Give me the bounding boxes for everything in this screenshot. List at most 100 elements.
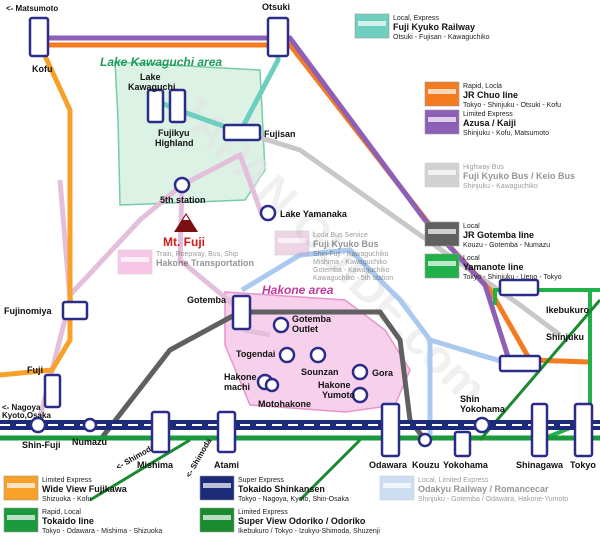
svg-text:5th station: 5th station (160, 195, 206, 205)
legend-line-name: Hakone Transportation (156, 258, 254, 268)
station-motohakone[interactable]: Motohakone (258, 377, 311, 409)
legend-service-type: Limited Express (463, 111, 513, 118)
legend-service-type: Loda Bus Service (313, 232, 368, 239)
kawaguchi-area-label: Lake Kawaguchi area (100, 55, 222, 69)
station-odawara[interactable]: Odawara (369, 402, 408, 470)
svg-text:Numazu: Numazu (72, 437, 107, 447)
svg-text:Yokohama: Yokohama (443, 460, 489, 470)
station-kouzu[interactable]: Kouzu (412, 432, 440, 470)
station-shinjuku[interactable]: Shinjuku (498, 332, 584, 373)
legend-line-name: JR Chuo line (463, 90, 518, 100)
legend-route: Kouzu - Gotemba - Numazu (463, 242, 550, 249)
svg-text:Kofu: Kofu (32, 64, 53, 74)
svg-text:Ikebukuro: Ikebukuro (546, 305, 590, 315)
station-lake-yamanaka[interactable]: Lake Yamanaka (259, 204, 348, 222)
svg-text:Atami: Atami (214, 460, 239, 470)
wide-view-fujikawa-line (0, 43, 73, 378)
svg-text:Motohakone: Motohakone (258, 399, 311, 409)
legend-line-name: Odakyu Railway / Romancecar (418, 484, 549, 494)
legend-line-name: Azusa / Kaiji (463, 118, 516, 128)
svg-text:Odawara: Odawara (369, 460, 408, 470)
station-fujisan[interactable]: Fujisan (222, 123, 296, 142)
svg-text:Togendai: Togendai (236, 349, 275, 359)
svg-text:Shin-Fuji: Shin-Fuji (22, 440, 61, 450)
legend-line-name: Yamanote line (463, 262, 524, 272)
hakone-area-label: Hakone area (262, 283, 334, 297)
station-5th-station[interactable]: 5th station (160, 176, 206, 205)
station-togendai[interactable]: Togendai (236, 346, 296, 364)
svg-text:Mishima: Mishima (137, 460, 174, 470)
legend-route: Shinjuku - Gotemba / Odawara, Hakone-Yum… (418, 496, 568, 503)
station-gotemba[interactable]: Gotemba (187, 294, 252, 331)
svg-text:Sounzan: Sounzan (301, 367, 339, 377)
legend-service-type: Rapid, Locla (463, 83, 502, 90)
station-atami[interactable]: Atami (214, 410, 239, 470)
legend-line-name: JR Gotemba line (463, 230, 534, 240)
legend-line-name: Wide View Fujikawa (42, 484, 128, 494)
legend-route: Shinjuku - Kofu, Matsumoto (463, 130, 549, 137)
svg-text:Mt. Fuji: Mt. Fuji (163, 235, 205, 249)
station-tokyo[interactable]: Tokyo (570, 402, 596, 470)
legend-route: Shinjuku - Kawaguchiko (463, 183, 538, 190)
station-gora[interactable]: Gora (351, 363, 394, 381)
station-fuji[interactable]: Fuji (27, 365, 62, 409)
svg-text:Gora: Gora (372, 368, 394, 378)
station-yokohama[interactable]: Yokohama (443, 430, 489, 470)
svg-text:Shinagawa: Shinagawa (516, 460, 564, 470)
svg-text:Fujinomiya: Fujinomiya (4, 306, 52, 316)
direction-shimoda-2: <- Shimoda (184, 436, 214, 479)
station-shin-fuji[interactable]: Shin-Fuji (22, 416, 61, 450)
legend-route: Tokyo - Odawara - Mishima - Shizuoka (42, 528, 162, 535)
legend-line-name: Super View Odoriko / Odoriko (238, 516, 366, 526)
svg-text:Shinjuku: Shinjuku (546, 332, 584, 342)
legend-route: Ikebukuro / Tokyo - Izukyu-Shimoda, Shuz… (238, 528, 380, 535)
legend-service-type: Local, Limited Express (418, 477, 489, 484)
legend-line-name: Fuji Kyuko Bus / Keio Bus (463, 171, 575, 181)
station-otsuki[interactable]: Otsuki (262, 2, 290, 58)
svg-text:Otsuki: Otsuki (262, 2, 290, 12)
station-numazu[interactable]: Numazu (72, 417, 107, 447)
legend-service-type: Limited Express (42, 477, 92, 484)
legend-service-type: Local (463, 255, 480, 262)
legend-service-type: Limited Express (238, 509, 288, 516)
station-shinagawa[interactable]: Shinagawa (516, 402, 564, 470)
odakyu-line (240, 247, 516, 368)
station-sounzan[interactable]: Sounzan (301, 346, 339, 377)
mt-fuji-landmark: Mt. Fuji (163, 213, 205, 249)
station-ikebukuro[interactable]: Ikebukuro (498, 278, 590, 315)
svg-text:Gotemba: Gotemba (187, 295, 227, 305)
station-fujinomiya[interactable]: Fujinomiya (4, 300, 89, 321)
station-kofu[interactable]: Kofu (28, 16, 53, 74)
legend-route: Shizuoka - Kofu (42, 496, 92, 503)
direction-matsumoto: <- Matsumoto (6, 4, 58, 13)
svg-text:Fujisan: Fujisan (264, 129, 296, 139)
legend-line-name: Fuji Kyuko Railway (393, 22, 475, 32)
legend-line-name: Fuji Kyuko Bus (313, 239, 379, 249)
station-mishima[interactable]: Mishima (137, 410, 174, 470)
svg-text:Lake Yamanaka: Lake Yamanaka (280, 209, 348, 219)
azusa-kaiji-line (40, 35, 513, 364)
legend-route: Otsuki - Fujisan - Kawaguchiko (393, 34, 490, 41)
